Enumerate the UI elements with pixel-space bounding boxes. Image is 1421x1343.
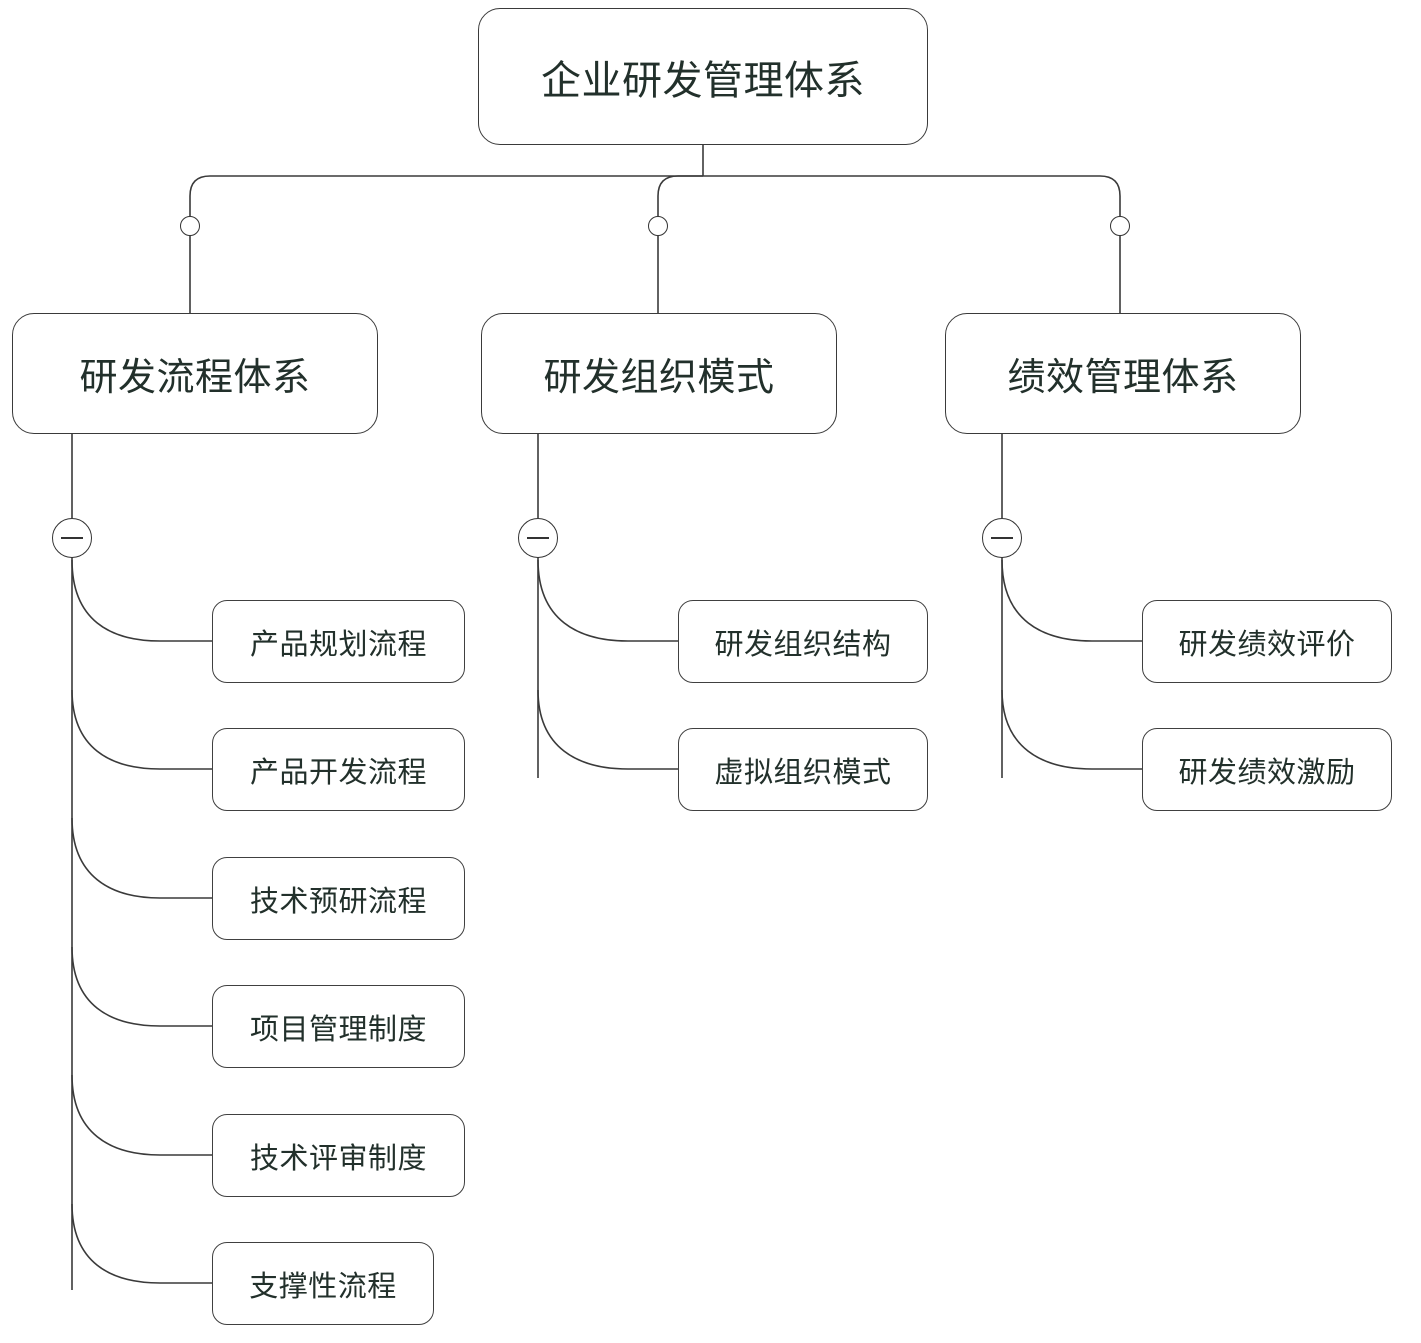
minus-circle-icon-branch-3[interactable]: [982, 518, 1022, 558]
minus-circle-icon-branch-2[interactable]: [518, 518, 558, 558]
connector-branch2-leaf-1: [537, 559, 678, 642]
node-leaf-1-3[interactable]: 技术预研流程: [212, 857, 465, 940]
minus-bar: [991, 537, 1013, 539]
node-leaf-3-1[interactable]: 研发绩效评价: [1142, 600, 1392, 683]
connector-root-to-branch-2: [657, 175, 703, 216]
node-leaf-1-1-label: 产品规划流程: [249, 628, 427, 661]
toggle-circle-branch-1[interactable]: [180, 216, 200, 236]
node-leaf-1-6[interactable]: 支撑性流程: [212, 1242, 434, 1325]
minus-bar: [527, 537, 549, 539]
toggle-circle-branch-3[interactable]: [1110, 216, 1130, 236]
node-leaf-1-5-label: 技术评审制度: [249, 1142, 427, 1175]
connector-branch3-leaf-2: [1001, 689, 1142, 770]
node-leaf-1-4-label: 项目管理制度: [249, 1013, 427, 1046]
node-leaf-2-1-label: 研发组织结构: [714, 628, 892, 661]
node-leaf-1-6-label: 支撑性流程: [249, 1270, 397, 1303]
node-leaf-1-3-label: 技术预研流程: [249, 885, 427, 918]
connector-branch1-leaf-2: [71, 689, 212, 770]
connector-root-to-branch-1: [189, 175, 703, 216]
connector-branch1-leaf-5: [71, 1074, 212, 1156]
node-branch-2-label: 研发组织模式: [543, 357, 775, 399]
connector-root-to-branch-3: [703, 175, 1121, 216]
connector-branch1-leaf-4: [71, 946, 212, 1027]
connector-branch2-leaf-2: [537, 689, 678, 770]
node-leaf-1-2-label: 产品开发流程: [249, 756, 427, 789]
node-root-label: 企业研发管理体系: [541, 58, 865, 103]
connector-branch1-leaf-6: [71, 1203, 212, 1284]
node-branch-1-label: 研发流程体系: [79, 357, 311, 399]
node-leaf-3-2[interactable]: 研发绩效激励: [1142, 728, 1392, 811]
node-leaf-1-5[interactable]: 技术评审制度: [212, 1114, 465, 1197]
node-leaf-3-1-label: 研发绩效评价: [1178, 628, 1356, 661]
node-branch-2[interactable]: 研发组织模式: [481, 313, 837, 434]
node-leaf-2-1[interactable]: 研发组织结构: [678, 600, 928, 683]
node-root[interactable]: 企业研发管理体系: [478, 8, 928, 145]
node-leaf-3-2-label: 研发绩效激励: [1178, 756, 1356, 789]
minus-circle-icon-branch-1[interactable]: [52, 518, 92, 558]
node-leaf-1-2[interactable]: 产品开发流程: [212, 728, 465, 811]
node-branch-3[interactable]: 绩效管理体系: [945, 313, 1301, 434]
connector-branch3-leaf-1: [1001, 559, 1142, 642]
node-leaf-1-1[interactable]: 产品规划流程: [212, 600, 465, 683]
toggle-circle-branch-2[interactable]: [648, 216, 668, 236]
node-branch-1[interactable]: 研发流程体系: [12, 313, 378, 434]
node-leaf-1-4[interactable]: 项目管理制度: [212, 985, 465, 1068]
node-branch-3-label: 绩效管理体系: [1007, 357, 1239, 399]
connector-branch1-leaf-3: [71, 817, 212, 899]
node-leaf-2-2-label: 虚拟组织模式: [714, 756, 892, 789]
connector-branch1-leaf-1: [71, 559, 212, 642]
node-leaf-2-2[interactable]: 虚拟组织模式: [678, 728, 928, 811]
minus-bar: [61, 537, 83, 539]
